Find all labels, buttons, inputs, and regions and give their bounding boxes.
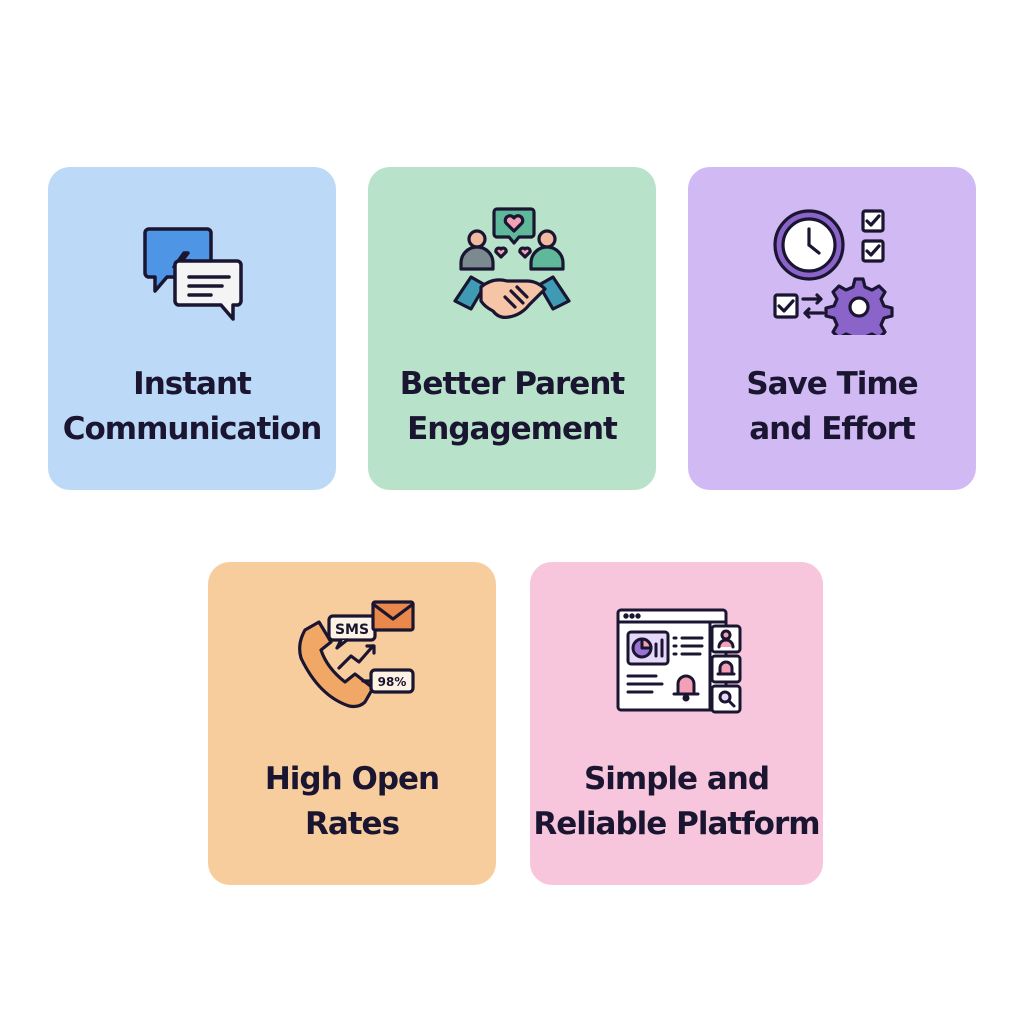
card-title-line2: Communication [62,411,323,447]
feature-card-reliable-platform: Simple and Reliable Platform [530,562,823,885]
phone-sms-icon: SMS 98% [287,600,417,730]
card-title-line1: Save Time [746,366,918,402]
feature-card-high-open-rates: SMS 98% High Open Rates [208,562,496,885]
chat-lightning-icon [127,205,257,335]
feature-card-parent-engagement: Better Parent Engagement [368,167,656,490]
card-title-line1: Simple and [583,761,770,797]
card-title-line2: Rates [304,806,400,842]
card-title-line2: Reliable Platform [533,806,820,842]
rate-label: 98% [378,675,407,689]
card-title: Better Parent Engagement [368,362,656,452]
card-title-line1: High Open [264,761,440,797]
handshake-people-icon [447,205,577,335]
card-title-line1: Instant [133,366,252,402]
feature-card-instant-communication: Instant Communication [48,167,336,490]
card-title: Save Time and Effort [688,362,976,452]
card-title: High Open Rates [208,757,496,847]
card-title-line2: Engagement [407,411,618,447]
clock-checklist-gear-icon [767,205,897,347]
card-title: Instant Communication [48,362,336,452]
card-title: Simple and Reliable Platform [530,757,823,847]
dashboard-window-icon [612,600,742,730]
feature-card-save-time: Save Time and Effort [688,167,976,490]
card-title-line2: and Effort [749,411,916,447]
sms-label: SMS [335,622,369,638]
card-title-line1: Better Parent [399,366,625,402]
